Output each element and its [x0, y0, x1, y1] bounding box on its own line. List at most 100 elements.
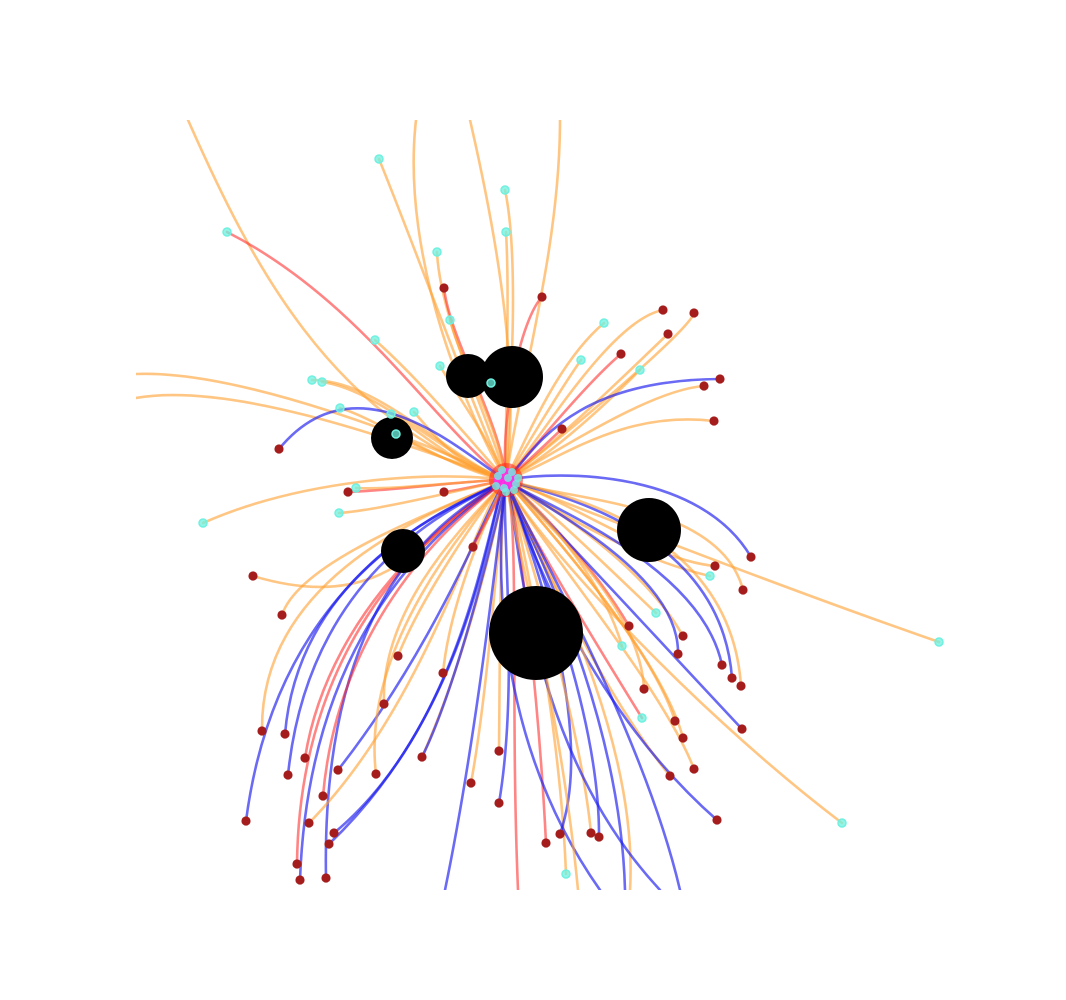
end-node-51: [466, 778, 476, 788]
end-node-21: [678, 631, 688, 641]
end-node-29: [678, 733, 688, 743]
trajectory-path-29: [320, 380, 508, 482]
end-node-22: [673, 649, 683, 659]
end-node-6: [616, 349, 626, 359]
end-node-44: [321, 873, 331, 883]
start-node-11: [635, 365, 645, 375]
trajectory-path-15: [504, 321, 606, 482]
end-node-19: [738, 585, 748, 595]
end-node-17: [746, 552, 756, 562]
trajectory-path-96: [504, 478, 682, 890]
start-node-16: [409, 407, 419, 417]
obstacle-3: [371, 417, 413, 459]
end-node-15: [248, 571, 258, 581]
start-node-5: [432, 247, 442, 257]
start-node-14: [335, 403, 345, 413]
start-node-25: [637, 713, 647, 723]
start-node-12: [307, 375, 317, 385]
start-node-4: [222, 227, 232, 237]
end-node-11: [274, 444, 284, 454]
trajectory-path-6: [503, 188, 515, 482]
start-node-7: [370, 335, 380, 345]
end-node-36: [283, 770, 293, 780]
hub-node-8: [498, 466, 506, 474]
start-node-21: [486, 378, 496, 388]
trajectory-path-42: [504, 474, 753, 559]
trajectory-path-9: [225, 230, 508, 482]
end-node-55: [555, 829, 565, 839]
end-node-34: [280, 729, 290, 739]
obstacle-4: [617, 498, 681, 562]
end-node-14: [468, 542, 478, 552]
start-node-3: [501, 227, 511, 237]
start-node-6: [445, 315, 455, 325]
start-node-2: [500, 185, 510, 195]
end-node-33: [257, 726, 267, 736]
end-node-4: [689, 308, 699, 318]
obstacle-1: [481, 346, 543, 408]
end-node-2: [537, 292, 547, 302]
obstacle-5: [381, 529, 425, 573]
end-node-40: [329, 828, 339, 838]
trajectory-path-73: [307, 478, 508, 825]
end-node-24: [727, 673, 737, 683]
obstacle-6: [489, 586, 583, 680]
end-node-41: [324, 839, 334, 849]
end-node-25: [736, 681, 746, 691]
end-node-16: [277, 610, 287, 620]
end-node-10: [557, 424, 567, 434]
start-node-19: [334, 508, 344, 518]
obstacle-layer: [371, 346, 681, 680]
start-node-1: [374, 154, 384, 164]
start-node-28: [934, 637, 944, 647]
start-node-15: [386, 409, 396, 419]
center-hub: [489, 463, 523, 497]
start-node-26: [561, 869, 571, 879]
trajectory-path-13: [373, 338, 508, 482]
end-node-54: [541, 838, 551, 848]
path-layer: [136, 120, 941, 890]
obstacle-2: [446, 354, 490, 398]
trajectory-path-59: [504, 478, 685, 740]
hub-node-6: [492, 482, 500, 490]
end-node-46: [371, 769, 381, 779]
end-node-26: [639, 684, 649, 694]
end-node-48: [393, 651, 403, 661]
start-node-10: [576, 355, 586, 365]
end-node-42: [292, 859, 302, 869]
end-node-30: [689, 764, 699, 774]
start-node-27: [837, 818, 847, 828]
trajectory-path-12: [448, 318, 508, 482]
trajectory-path-83: [420, 478, 508, 759]
start-node-9: [599, 318, 609, 328]
end-node-43: [295, 875, 305, 885]
start-node-24: [617, 641, 627, 651]
trajectory-path-2: [412, 120, 508, 482]
trajectory-path-63: [504, 478, 844, 825]
trajectory-path-23: [504, 384, 706, 482]
hub-node-10: [502, 488, 510, 496]
end-node-27: [737, 724, 747, 734]
end-node-50: [417, 752, 427, 762]
end-node-20: [624, 621, 634, 631]
hub-node-5: [504, 474, 512, 482]
end-node-7: [715, 374, 725, 384]
trajectory-path-39: [337, 478, 508, 515]
end-node-13: [439, 487, 449, 497]
end-node-28: [670, 716, 680, 726]
start-node-22: [705, 571, 715, 581]
start-node-13: [317, 377, 327, 387]
end-node-5: [663, 329, 673, 339]
end-node-37: [241, 816, 251, 826]
end-node-12: [343, 487, 353, 497]
hub-node-9: [514, 474, 522, 482]
end-node-32: [712, 815, 722, 825]
hub-node-2: [508, 468, 516, 476]
end-node-47: [379, 699, 389, 709]
end-node-39: [304, 818, 314, 828]
hub-node-1: [494, 472, 502, 480]
trajectory-path-54: [504, 478, 680, 656]
start-node-8: [435, 361, 445, 371]
